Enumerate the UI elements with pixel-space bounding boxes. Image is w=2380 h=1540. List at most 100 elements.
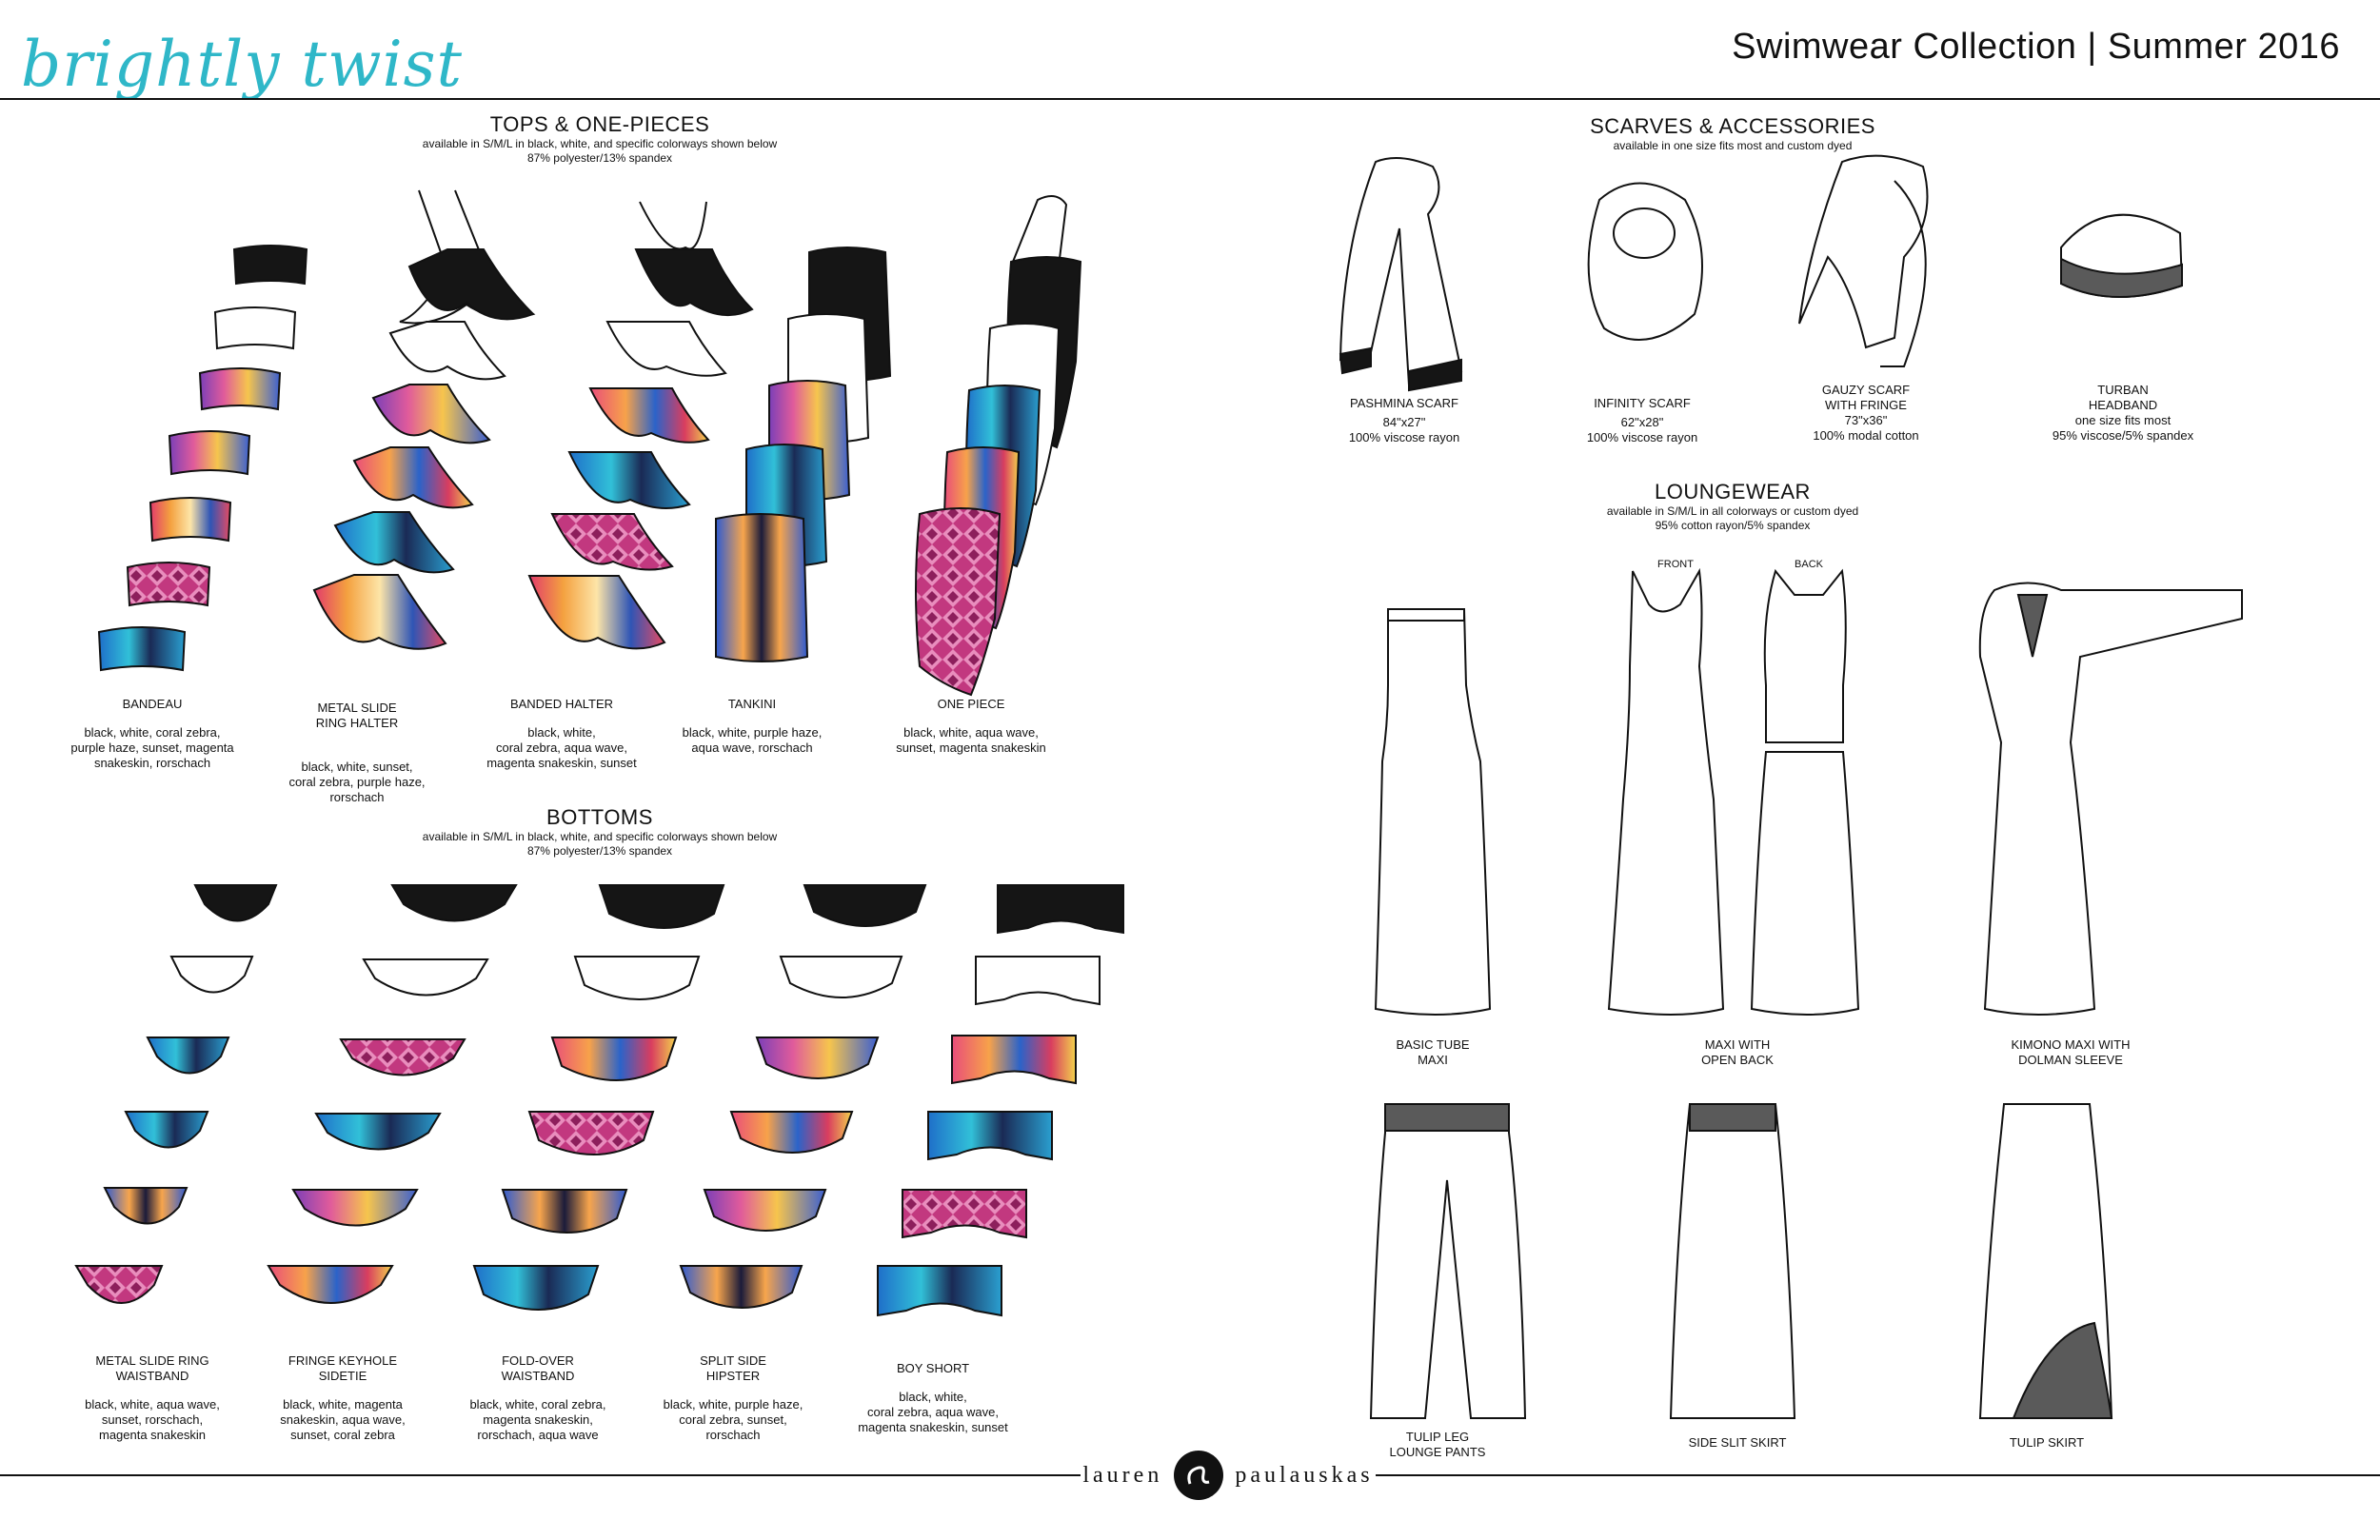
pashmina-name: PASHMINA SCARF — [1350, 396, 1458, 410]
bandeau-colors: black, white, coral zebra, purple haze, … — [70, 725, 234, 770]
boy-short-name: BOY SHORT — [896, 1361, 970, 1375]
tops-heading: TOPS & ONE-PIECES available in S/M/L in … — [314, 112, 885, 166]
scarves-heading: SCARVES & ACCESSORIES available in one s… — [1447, 114, 2018, 153]
pashmina-scarf-drawing — [1339, 157, 1463, 392]
infinity-fabric: 100% viscose rayon — [1586, 430, 1698, 444]
footer-divider-right — [1376, 1474, 2380, 1476]
turban-headband-drawing — [2060, 213, 2184, 298]
lounge-title: LOUNGEWEAR — [1655, 480, 1811, 503]
caption-ring-halter: METAL SLIDE RING HALTER black, white, su… — [271, 685, 443, 820]
turban-fabric: 95% viscose/5% spandex — [2052, 428, 2194, 443]
tops-sub-availability: available in S/M/L in black, white, and … — [422, 137, 778, 150]
split-hipster-stack — [679, 884, 927, 1309]
designer-last-name: paulauskas — [1235, 1462, 1374, 1488]
caption-one-piece: ONE PIECE black, white, aqua wave, sunse… — [876, 697, 1066, 756]
lounge-sub-availability: available in S/M/L in all colorways or c… — [1606, 504, 1859, 518]
tankini-colors: black, white, purple haze, aqua wave, ro… — [682, 725, 823, 755]
caption-gauzy: GAUZY SCARF WITH FRINGE 73"x36" 100% mod… — [1780, 383, 1952, 444]
one-piece-colors: black, white, aqua wave, sunset, magenta… — [896, 725, 1046, 755]
foldover-waistband-name: FOLD-OVER WAISTBAND — [501, 1353, 575, 1383]
turban-name: TURBAN HEADBAND — [2088, 383, 2158, 412]
designer-logo: lauren paulauskas — [1081, 1449, 1376, 1502]
split-hipster-colors: black, white, purple haze, coral zebra, … — [663, 1397, 803, 1442]
fringe-sidetie-colors: black, white, magenta snakeskin, aqua wa… — [280, 1397, 406, 1442]
caption-tankini: TANKINI black, white, purple haze, aqua … — [666, 697, 838, 756]
kimono-maxi-drawing — [1978, 582, 2243, 1016]
slide-ring-waistband-colors: black, white, aqua wave, sunset, rorscha… — [85, 1397, 220, 1442]
caption-tulip-skirt: TULIP SKIRT — [2009, 1435, 2085, 1450]
bottoms-title: BOTTOMS — [546, 805, 653, 829]
infinity-scarf-drawing — [1587, 182, 1703, 341]
boy-short-stack — [877, 884, 1124, 1317]
banded-halter-colors: black, white, coral zebra, aqua wave, ma… — [486, 725, 637, 770]
header-divider — [0, 98, 2380, 100]
brand-wordmark: brightly twisted — [21, 28, 465, 101]
tulip-skirt-drawing — [1978, 1103, 2113, 1419]
split-hipster-name: SPLIT SIDE HIPSTER — [700, 1353, 766, 1383]
caption-foldover-waistband: FOLD-OVER WAISTBAND black, white, coral … — [447, 1353, 628, 1443]
scarves-sub-availability: available in one size fits most and cust… — [1613, 139, 1853, 152]
banded-halter-stack — [527, 201, 754, 650]
tops-sub-fabric: 87% polyester/13% spandex — [526, 151, 673, 165]
banded-halter-name: BANDED HALTER — [509, 697, 614, 711]
turban-size: one size fits most — [2074, 413, 2172, 427]
infinity-name: INFINITY SCARF — [1594, 396, 1691, 410]
back-label: BACK — [1795, 559, 1823, 570]
caption-open-back-maxi: MAXI WITH OPEN BACK — [1701, 1037, 1774, 1067]
caption-tulip-pants: TULIP LEG LOUNGE PANTS — [1389, 1430, 1486, 1459]
gauzy-name: GAUZY SCARF WITH FRINGE — [1821, 383, 1911, 412]
pashmina-fabric: 100% viscose rayon — [1348, 430, 1460, 444]
monogram-icon — [1174, 1451, 1224, 1500]
caption-infinity: INFINITY SCARF 62"x28" 100% viscose rayo… — [1557, 396, 1728, 445]
scarves-title: SCARVES & ACCESSORIES — [1590, 114, 1875, 138]
lounge-sub-fabric: 95% cotton rayon/5% spandex — [1655, 519, 1811, 532]
infinity-size: 62"x28" — [1620, 415, 1664, 429]
caption-turban: TURBAN HEADBAND one size fits most 95% v… — [2028, 383, 2218, 444]
designer-first-name: lauren — [1082, 1462, 1163, 1488]
caption-tube-maxi: BASIC TUBE MAXI — [1396, 1037, 1470, 1067]
fringe-sidetie-stack — [267, 884, 518, 1304]
lounge-heading: LOUNGEWEAR available in S/M/L in all col… — [1447, 480, 2018, 533]
caption-side-slit-skirt: SIDE SLIT SKIRT — [1688, 1435, 1787, 1450]
tankini-stack — [715, 247, 892, 662]
ring-halter-stack — [312, 189, 536, 650]
basic-tube-maxi-drawing — [1374, 608, 1492, 1016]
bottoms-sub-availability: available in S/M/L in black, white, and … — [422, 830, 778, 843]
boy-short-colors: black, white, coral zebra, aqua wave, ma… — [858, 1390, 1008, 1434]
gauzy-fabric: 100% modal cotton — [1813, 428, 1919, 443]
one-piece-stack — [915, 195, 1082, 697]
tankini-name: TANKINI — [727, 697, 777, 711]
collection-title: Swimwear Collection | Summer 2016 — [1732, 27, 2340, 67]
maxi-open-back-front-drawing — [1607, 567, 1725, 1016]
caption-pashmina: PASHMINA SCARF 84"x27" 100% viscose rayo… — [1319, 396, 1490, 445]
brand-logo: brightly twisted — [21, 28, 465, 101]
tulip-leg-pants-drawing — [1369, 1103, 1527, 1419]
ring-halter-colors: black, white, sunset, coral zebra, purpl… — [288, 760, 426, 804]
front-label: FRONT — [1657, 559, 1694, 570]
bottoms-sub-fabric: 87% polyester/13% spandex — [526, 844, 673, 858]
foldover-waistband-stack — [472, 884, 725, 1311]
pashmina-size: 84"x27" — [1382, 415, 1426, 429]
caption-fringe-sidetie: FRINGE KEYHOLE SIDETIE black, white, mag… — [257, 1353, 428, 1443]
slide-ring-waistband-name: METAL SLIDE RING WAISTBAND — [95, 1353, 209, 1383]
ring-halter-name: METAL SLIDE RING HALTER — [315, 701, 399, 730]
caption-kimono-maxi: KIMONO MAXI WITH DOLMAN SLEEVE — [2011, 1037, 2131, 1067]
gauzy-scarf-drawing — [1798, 154, 1929, 367]
bandeau-stack — [97, 245, 308, 672]
caption-bandeau: BANDEAU black, white, coral zebra, purpl… — [67, 697, 238, 771]
caption-boy-short: BOY SHORT black, white, coral zebra, aqu… — [838, 1361, 1028, 1435]
gauzy-size: 73"x36" — [1844, 413, 1888, 427]
maxi-open-back-back-drawing — [1750, 568, 1860, 1016]
side-slit-skirt-drawing — [1669, 1103, 1796, 1419]
foldover-waistband-colors: black, white, coral zebra, magenta snake… — [469, 1397, 606, 1442]
bottoms-heading: BOTTOMS available in S/M/L in black, whi… — [314, 805, 885, 859]
slide-ring-waistband-stack — [74, 884, 278, 1304]
caption-banded-halter: BANDED HALTER black, white, coral zebra,… — [476, 697, 647, 771]
caption-split-hipster: SPLIT SIDE HIPSTER black, white, purple … — [647, 1353, 819, 1443]
footer-divider-left — [0, 1474, 1081, 1476]
tops-title: TOPS & ONE-PIECES — [489, 112, 710, 136]
one-piece-name: ONE PIECE — [937, 697, 1005, 711]
